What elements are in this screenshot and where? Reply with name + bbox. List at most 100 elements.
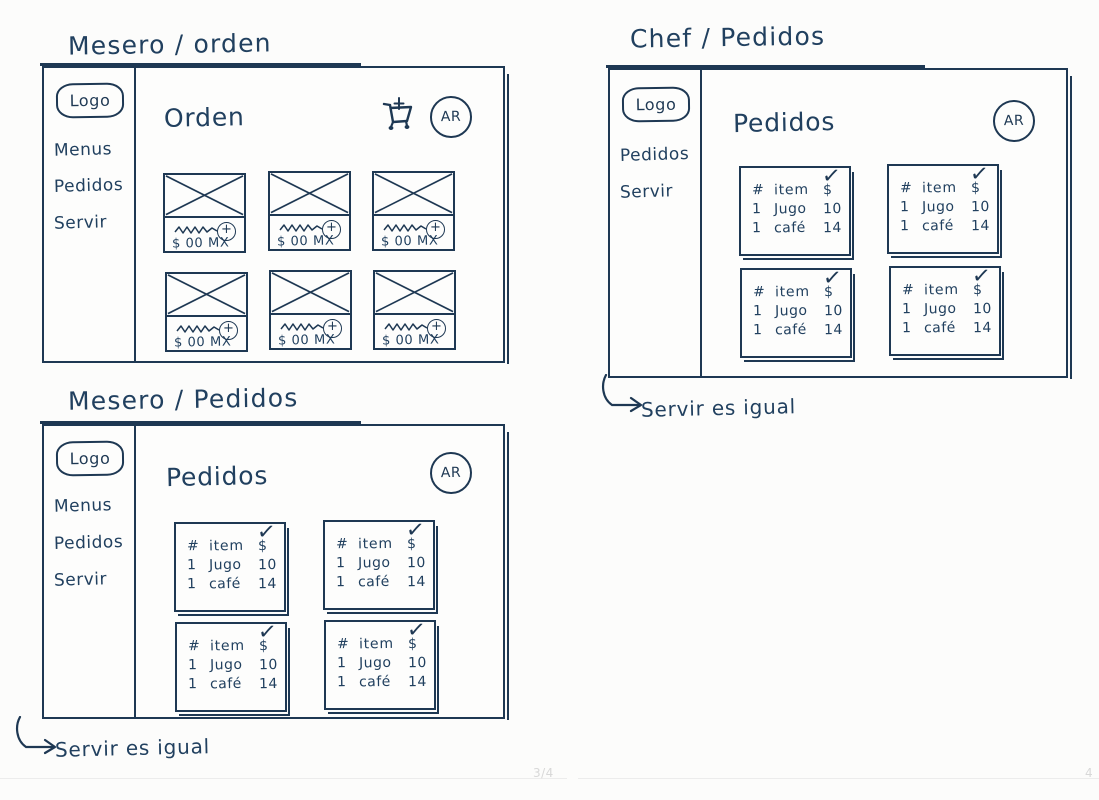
table-header-row: # item $	[336, 534, 433, 553]
add-to-cart-button[interactable]: +	[323, 318, 342, 338]
avatar[interactable]: AR	[429, 451, 473, 495]
order-card[interactable]: ✓ # item $ 1 Jugo 10 1 café 14	[324, 617, 439, 714]
add-to-cart-button[interactable]: +	[219, 320, 238, 340]
col-header-price: $	[406, 535, 417, 552]
cell-qty: 1	[751, 200, 762, 217]
shopping-cart-plus-icon[interactable]	[380, 95, 416, 131]
page-indicator: 3/4	[533, 766, 554, 780]
cell-item: café	[923, 319, 956, 336]
order-items-table: # item $ 1 Jugo 10 1 café 14	[337, 634, 434, 691]
annotation-servir-es-igual-chef: Servir es igual	[640, 394, 797, 422]
table-header-row: # item $	[752, 180, 849, 199]
cell-item: café	[357, 573, 390, 590]
cell-qty: 1	[899, 198, 910, 215]
cell-price: 14	[258, 675, 278, 692]
frame-title-chef-pedidos: Chef / Pedidos	[629, 21, 826, 54]
annotation-servir-es-igual-mesero: Servir es igual	[54, 734, 211, 762]
page-title-pedidos: Pedidos	[165, 460, 269, 493]
cell-price: 10	[823, 302, 843, 319]
col-header-price: $	[823, 283, 834, 300]
cell-item: Jugo	[208, 556, 242, 573]
cell-item: Jugo	[921, 198, 955, 215]
product-meta: $ 00 MX +	[375, 315, 454, 348]
product-card[interactable]: $ 00 MX +	[165, 272, 248, 352]
table-row: 1 café 14	[752, 218, 849, 237]
order-items-table: # item $ 1 Jugo 10 1 café 14	[753, 282, 850, 339]
sidebar-item-menus[interactable]: Menus	[53, 495, 113, 517]
cell-qty: 1	[336, 673, 347, 690]
product-card[interactable]: $ 00 MX +	[373, 270, 456, 350]
table-row: 1 Jugo 10	[753, 301, 850, 320]
order-items-table: # item $ 1 Jugo 10 1 café 14	[336, 534, 433, 591]
order-card[interactable]: ✓ # item $ 1 Jugo 10 1 café 14	[887, 161, 1002, 258]
cell-qty: 1	[751, 219, 762, 236]
product-card[interactable]: $ 00 MX +	[269, 270, 352, 350]
sidebar-item-servir[interactable]: Servir	[53, 569, 108, 591]
product-image-placeholder	[165, 175, 244, 218]
product-name-placeholder-icon	[174, 225, 218, 235]
order-card[interactable]: ✓ # item $ 1 Jugo 10 1 café 14	[739, 163, 854, 260]
cell-price: 14	[407, 673, 427, 690]
table-header-row: # item $	[902, 280, 999, 299]
product-image-placeholder	[167, 274, 246, 317]
cell-item: Jugo	[358, 654, 392, 671]
col-header-item: item	[923, 281, 959, 298]
col-header-price: $	[257, 537, 268, 554]
order-card[interactable]: ✓ # item $ 1 Jugo 10 1 café 14	[175, 619, 290, 716]
table-row: 1 Jugo 10	[188, 655, 285, 674]
sidebar-item-servir[interactable]: Servir	[53, 212, 108, 234]
order-card[interactable]: ✓ # item $ 1 Jugo 10 1 café 14	[740, 265, 855, 362]
avatar[interactable]: AR	[992, 99, 1036, 143]
product-card[interactable]: $ 00 MX +	[268, 171, 351, 251]
product-meta: $ 00 MX +	[270, 216, 349, 249]
col-header-qty: #	[186, 537, 200, 554]
add-to-cart-button[interactable]: +	[217, 221, 236, 241]
product-meta: $ 00 MX +	[167, 317, 246, 350]
table-row: 1 Jugo 10	[336, 553, 433, 572]
sidebar-item-pedidos[interactable]: Pedidos	[53, 532, 124, 554]
order-card[interactable]: ✓ # item $ 1 Jugo 10 1 café 14	[889, 263, 1004, 360]
product-meta: $ 00 MX +	[165, 218, 244, 251]
add-to-cart-button[interactable]: +	[426, 219, 445, 239]
cell-qty: 1	[335, 554, 346, 571]
cell-qty: 1	[901, 319, 912, 336]
avatar[interactable]: AR	[429, 95, 473, 139]
col-header-qty: #	[335, 535, 349, 552]
product-name-placeholder-icon	[383, 223, 427, 233]
table-row: 1 café 14	[902, 318, 999, 337]
col-header-qty: #	[901, 281, 915, 298]
product-card[interactable]: $ 00 MX +	[163, 173, 246, 253]
logo-chip[interactable]: Logo	[55, 82, 125, 119]
table-row: 1 Jugo 10	[752, 199, 849, 218]
sidebar-item-servir[interactable]: Servir	[619, 181, 674, 203]
product-name-placeholder-icon	[176, 324, 220, 334]
cell-qty: 1	[752, 302, 763, 319]
wireframe-mesero-orden: Logo Menus Pedidos Servir Orden AR	[40, 63, 509, 364]
logo-chip[interactable]: Logo	[55, 440, 125, 477]
table-row: 1 café 14	[337, 672, 434, 691]
table-row: 1 café 14	[336, 572, 433, 591]
sidebar-item-pedidos[interactable]: Pedidos	[53, 175, 124, 197]
cell-price: 14	[823, 321, 843, 338]
product-card[interactable]: $ 00 MX +	[372, 171, 455, 251]
cell-item: café	[208, 575, 241, 592]
cell-qty: 1	[335, 573, 346, 590]
cell-price: 14	[970, 217, 990, 234]
add-to-cart-button[interactable]: +	[427, 318, 446, 338]
cell-item: café	[921, 217, 954, 234]
sidebar-item-pedidos[interactable]: Pedidos	[619, 144, 690, 166]
add-to-cart-button[interactable]: +	[322, 219, 341, 239]
order-card[interactable]: ✓ # item $ 1 Jugo 10 1 café 14	[323, 517, 438, 614]
frame-title-mesero-orden: Mesero / orden	[67, 28, 272, 61]
table-row: 1 Jugo 10	[187, 555, 284, 574]
cell-item: café	[773, 219, 806, 236]
cell-price: 10	[257, 556, 277, 573]
cell-item: café	[358, 673, 391, 690]
table-row: 1 Jugo 10	[902, 299, 999, 318]
col-header-item: item	[773, 181, 809, 198]
col-header-qty: #	[899, 179, 913, 196]
order-card[interactable]: ✓ # item $ 1 Jugo 10 1 café 14	[174, 519, 289, 616]
logo-chip[interactable]: Logo	[621, 86, 691, 123]
table-row: 1 café 14	[187, 574, 284, 593]
sidebar-item-menus[interactable]: Menus	[53, 139, 113, 161]
